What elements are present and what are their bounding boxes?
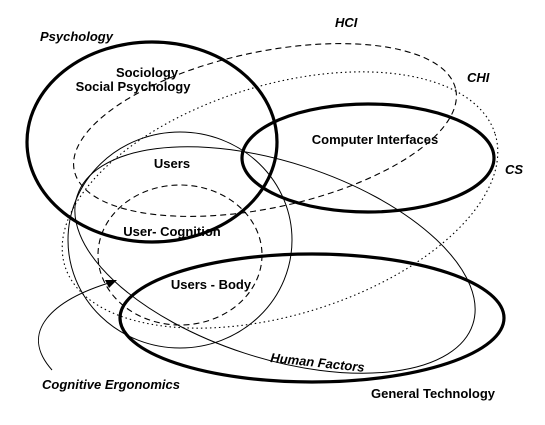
label-cs: CS <box>505 162 523 177</box>
label-computer-interfaces: Computer Interfaces <box>312 132 438 147</box>
label-chi: CHI <box>467 70 490 85</box>
cognitive-ergonomics-arrow <box>38 281 113 371</box>
label-users: Users <box>154 156 190 171</box>
users-circle <box>67 131 293 349</box>
label-hci: HCI <box>335 15 358 30</box>
general-technology-ellipse <box>118 252 506 384</box>
user-cognition-ellipse <box>97 184 263 326</box>
psychology-circle <box>25 40 279 244</box>
arrow-head-icon <box>105 280 117 288</box>
cs-ellipse <box>240 102 496 214</box>
hci-ellipse <box>73 43 457 217</box>
label-psychology: Psychology <box>40 29 114 44</box>
label-human-factors: Human Factors <box>270 350 366 375</box>
label-sociology: Sociology <box>116 65 179 80</box>
label-user-cognition: User- Cognition <box>123 224 221 239</box>
label-users-body: Users - Body <box>171 277 252 292</box>
label-general-technology: General Technology <box>371 386 496 401</box>
label-cognitive-ergonomics: Cognitive Ergonomics <box>42 377 180 392</box>
human-factors-ellipse <box>74 146 476 374</box>
label-social-psychology: Social Psychology <box>76 79 192 94</box>
chi-ellipse <box>61 71 499 329</box>
